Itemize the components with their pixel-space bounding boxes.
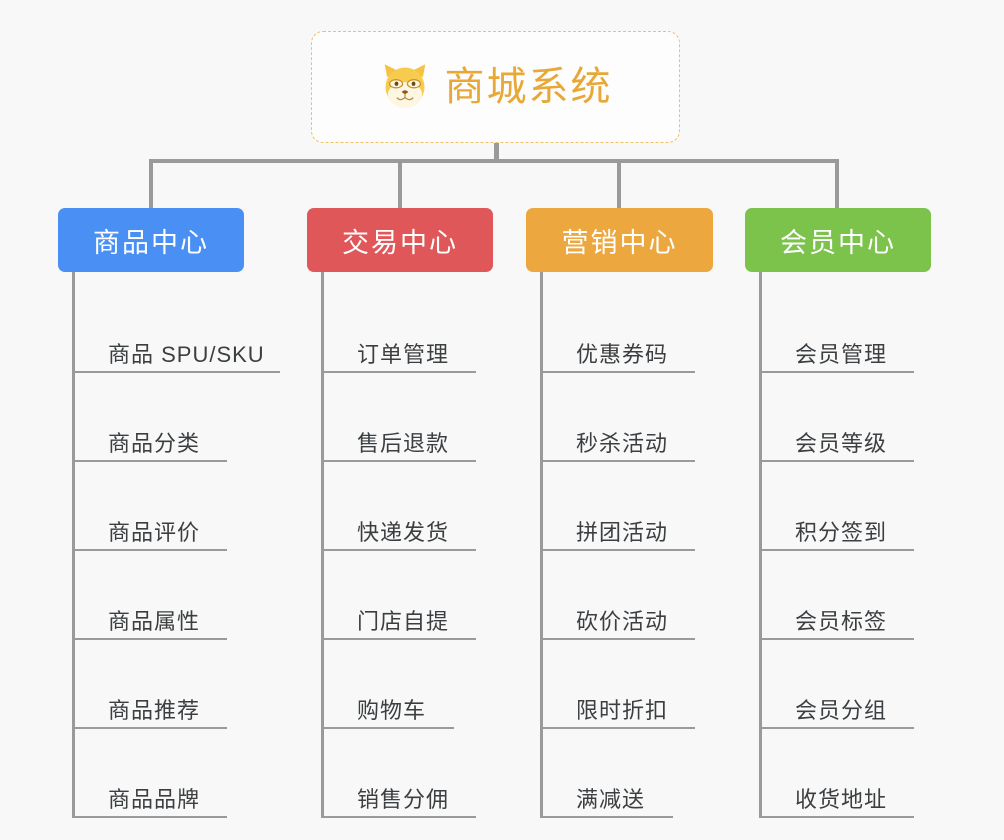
leaf-item-label: 秒杀活动	[576, 431, 669, 456]
leaf-item-underline	[75, 460, 227, 462]
leaf-item-underline	[762, 638, 914, 640]
leaf-item-underline	[762, 727, 914, 729]
leaf-item-underline	[324, 460, 476, 462]
leaf-item-label: 积分签到	[795, 520, 888, 545]
leaf-list: 商品 SPU/SKU 商品分类商品评价商品属性商品推荐商品品牌	[72, 272, 280, 818]
connector-drop-3	[617, 159, 621, 209]
leaf-item-underline	[543, 371, 695, 373]
leaf-item[interactable]: 会员分组	[762, 640, 931, 729]
leaf-item-label: 商品 SPU/SKU	[108, 342, 265, 367]
leaf-item-underline	[324, 371, 476, 373]
leaf-item-underline	[762, 816, 914, 818]
leaf-item[interactable]: 秒杀活动	[543, 373, 713, 462]
leaf-item[interactable]: 收货地址	[762, 729, 931, 818]
leaf-item[interactable]: 商品推荐	[75, 640, 244, 729]
leaf-item-label: 砍价活动	[576, 609, 669, 634]
branch-header[interactable]: 会员中心	[745, 208, 931, 272]
leaf-item[interactable]: 优惠券码	[543, 284, 713, 373]
leaf-item-label: 商品品牌	[108, 787, 201, 812]
leaf-item-label: 会员分组	[795, 698, 888, 723]
branch-header[interactable]: 营销中心	[526, 208, 713, 272]
leaf-item[interactable]: 满减送	[543, 729, 713, 818]
connector-drop-1	[149, 159, 153, 209]
leaf-item-label: 售后退款	[357, 431, 450, 456]
root-node[interactable]: 商城系统	[311, 31, 680, 143]
leaf-item-label: 订单管理	[357, 342, 450, 367]
branch-column: 交易中心订单管理售后退款快递发货门店自提购物车销售分佣	[307, 208, 493, 818]
leaf-item[interactable]: 会员等级	[762, 373, 931, 462]
branch-header[interactable]: 交易中心	[307, 208, 493, 272]
leaf-item-label: 满减送	[576, 787, 646, 812]
leaf-item-label: 商品分类	[108, 431, 201, 456]
connector-root-stem	[494, 143, 499, 163]
leaf-item-underline	[75, 727, 227, 729]
leaf-item-underline	[762, 549, 914, 551]
leaf-item-underline	[543, 816, 673, 818]
leaf-item[interactable]: 会员标签	[762, 551, 931, 640]
leaf-item[interactable]: 商品 SPU/SKU	[75, 284, 280, 373]
leaf-item-underline	[543, 460, 695, 462]
leaf-item[interactable]: 门店自提	[324, 551, 493, 640]
leaf-item-underline	[324, 638, 476, 640]
leaf-item[interactable]: 拼团活动	[543, 462, 713, 551]
leaf-item[interactable]: 销售分佣	[324, 729, 493, 818]
leaf-item-label: 商品属性	[108, 609, 201, 634]
leaf-item[interactable]: 商品评价	[75, 462, 244, 551]
branch-header[interactable]: 商品中心	[58, 208, 244, 272]
leaf-item-label: 拼团活动	[576, 520, 669, 545]
shiba-dog-face-icon	[384, 64, 425, 109]
branch-column: 商品中心商品 SPU/SKU 商品分类商品评价商品属性商品推荐商品品牌	[58, 208, 280, 818]
leaf-list: 订单管理售后退款快递发货门店自提购物车销售分佣	[321, 272, 493, 818]
leaf-item-label: 购物车	[357, 698, 427, 723]
leaf-item[interactable]: 商品属性	[75, 551, 244, 640]
leaf-item-label: 门店自提	[357, 609, 450, 634]
connector-drop-2	[398, 159, 402, 209]
leaf-item-label: 快递发货	[357, 520, 450, 545]
leaf-item-label: 会员管理	[795, 342, 888, 367]
leaf-item[interactable]: 限时折扣	[543, 640, 713, 729]
leaf-item-label: 商品评价	[108, 520, 201, 545]
leaf-item[interactable]: 售后退款	[324, 373, 493, 462]
leaf-item-underline	[762, 371, 914, 373]
leaf-item-underline	[75, 638, 227, 640]
leaf-item-underline	[324, 549, 476, 551]
leaf-item-underline	[324, 727, 454, 729]
leaf-item-underline	[762, 460, 914, 462]
leaf-item[interactable]: 商品分类	[75, 373, 244, 462]
leaf-item-underline	[324, 816, 476, 818]
root-title: 商城系统	[444, 65, 613, 109]
leaf-item-underline	[543, 549, 695, 551]
leaf-item[interactable]: 订单管理	[324, 284, 493, 373]
leaf-item-label: 会员标签	[795, 609, 888, 634]
leaf-item[interactable]: 砍价活动	[543, 551, 713, 640]
connector-drop-4	[835, 159, 839, 209]
leaf-item[interactable]: 商品品牌	[75, 729, 244, 818]
leaf-item-underline	[75, 816, 227, 818]
leaf-item-label: 优惠券码	[576, 342, 669, 367]
branch-column: 营销中心优惠券码秒杀活动拼团活动砍价活动限时折扣满减送	[526, 208, 713, 818]
leaf-item-label: 商品推荐	[108, 698, 201, 723]
leaf-list: 优惠券码秒杀活动拼团活动砍价活动限时折扣满减送	[540, 272, 713, 818]
leaf-item-label: 限时折扣	[576, 698, 669, 723]
leaf-item-underline	[75, 549, 227, 551]
branch-column: 会员中心会员管理会员等级积分签到会员标签会员分组收货地址	[745, 208, 931, 818]
leaf-item-label: 销售分佣	[357, 787, 450, 812]
leaf-item-label: 会员等级	[795, 431, 888, 456]
leaf-item-underline	[543, 727, 695, 729]
leaf-item[interactable]: 快递发货	[324, 462, 493, 551]
leaf-item-underline	[75, 371, 280, 373]
connector-horizontal-bus	[149, 159, 839, 163]
leaf-item[interactable]: 购物车	[324, 640, 493, 729]
leaf-item-label: 收货地址	[795, 787, 888, 812]
leaf-list: 会员管理会员等级积分签到会员标签会员分组收货地址	[759, 272, 931, 818]
leaf-item[interactable]: 积分签到	[762, 462, 931, 551]
leaf-item-underline	[543, 638, 695, 640]
leaf-item[interactable]: 会员管理	[762, 284, 931, 373]
